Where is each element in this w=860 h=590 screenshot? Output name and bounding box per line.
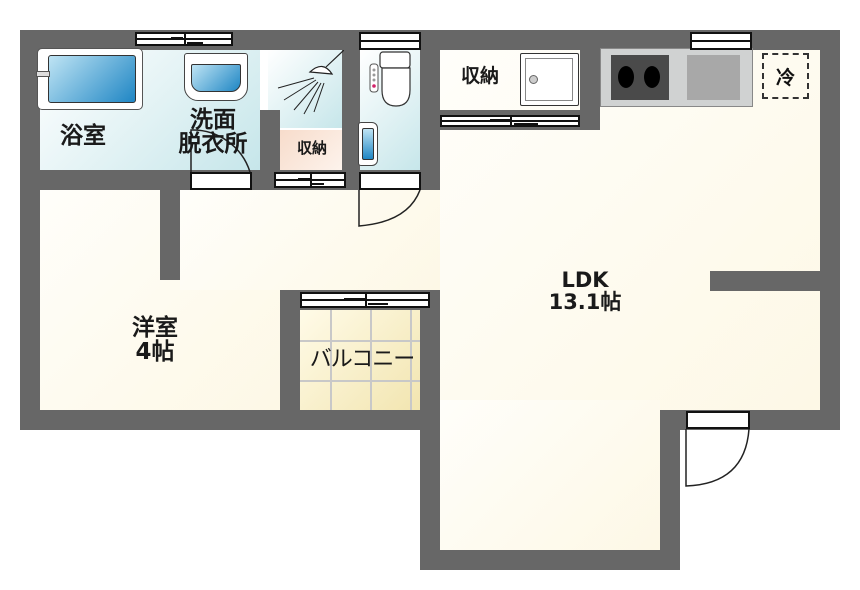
- wash-basin: [184, 53, 248, 101]
- wall-lower-bottom: [420, 550, 680, 570]
- kitchen-cabinet: [520, 53, 579, 106]
- ldk-label: LDK 13.1帖: [530, 269, 640, 313]
- wall-lower-right: [660, 410, 680, 570]
- balcony-label: バルコニー: [309, 347, 416, 372]
- wall-toilet-left: [342, 30, 360, 190]
- burner-icon: [644, 66, 660, 88]
- washroom-door-frame: [190, 172, 252, 190]
- toilet-icon: [369, 51, 411, 107]
- kitchen-storage-door[interactable]: [440, 115, 580, 127]
- washroom-storage-label: 収納: [296, 139, 327, 157]
- kitchen-storage-label: 収納: [460, 65, 499, 87]
- wall-ldk-stub: [710, 271, 820, 291]
- western-room-size: 4帖: [135, 339, 175, 366]
- bath-window: [135, 32, 233, 46]
- wall-right: [820, 30, 840, 430]
- wall-bottom-left: [20, 410, 420, 430]
- faucet-icon: [36, 71, 50, 77]
- wall-kitchen-storage-right: [580, 30, 600, 130]
- bathtub: [36, 48, 143, 110]
- washroom-label: 洗面 脱衣所: [160, 108, 266, 156]
- entrance-door-swing[interactable]: [685, 429, 751, 489]
- wall-left: [20, 30, 40, 430]
- washroom-storage-door[interactable]: [274, 172, 346, 188]
- wall-western-stub: [160, 190, 180, 280]
- washroom-door-swing[interactable]: [190, 120, 252, 172]
- ldk-name: LDK: [561, 268, 609, 292]
- toilet-door-swing[interactable]: [358, 190, 422, 230]
- wall-western-right: [280, 290, 300, 430]
- kitchen-window: [690, 32, 752, 50]
- ldk-lower-floor: [440, 400, 660, 550]
- western-room-name: 洋室: [132, 315, 178, 341]
- balcony-window[interactable]: [300, 292, 430, 308]
- bath-label: 浴室: [60, 123, 106, 149]
- kitchen-counter: [600, 48, 753, 107]
- toilet-door-frame: [359, 172, 421, 190]
- toilet-window: [359, 32, 421, 50]
- kitchen-sink: [687, 55, 740, 100]
- wall-toilet-right: [420, 30, 440, 190]
- burner-icon: [618, 66, 634, 88]
- washroom-storage-floor: [280, 130, 342, 170]
- hand-wash-sink: [358, 122, 378, 166]
- wall-lower-left: [420, 410, 440, 570]
- stove: [611, 55, 669, 100]
- washroom-label-line1: 洗面: [190, 107, 236, 133]
- shower-icon: [277, 50, 344, 115]
- wall-balcony-right: [420, 290, 440, 430]
- balcony-floor: [300, 310, 420, 410]
- ldk-size: 13.1帖: [548, 290, 622, 315]
- entrance-door-frame: [686, 411, 750, 429]
- fridge-label: 冷: [775, 66, 795, 89]
- cabinet-knob: [529, 75, 538, 84]
- hallway-floor: [180, 190, 440, 290]
- wall-washroom-divider: [260, 110, 280, 170]
- washroom-label-line2: 脱衣所: [178, 131, 248, 158]
- fridge-space: 冷: [762, 53, 809, 99]
- western-room-label: 洋室 4帖: [110, 316, 200, 364]
